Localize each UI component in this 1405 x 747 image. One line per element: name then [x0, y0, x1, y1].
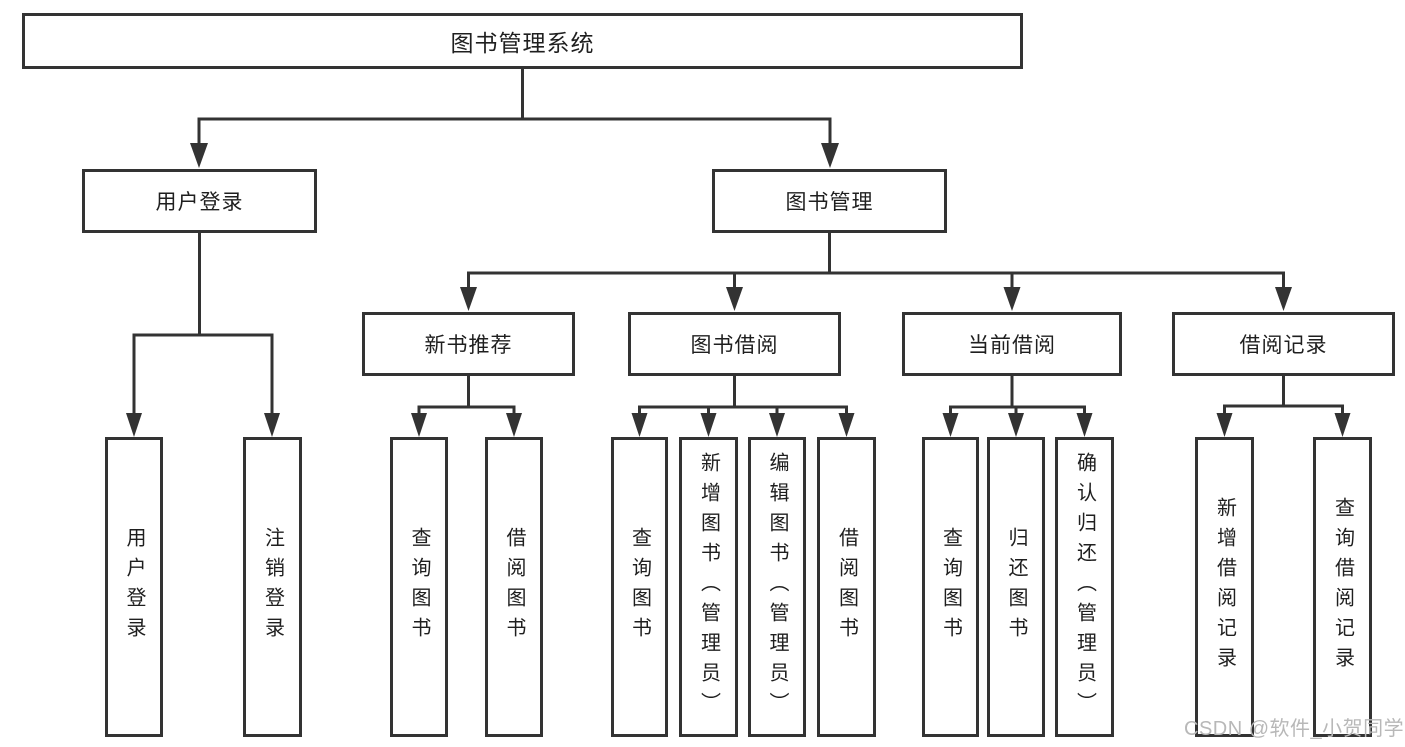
- node-label: 图书借阅: [690, 334, 779, 357]
- leaf-logout: 注销登录: [243, 437, 302, 737]
- leaf-label: 查询图书: [939, 527, 962, 647]
- connector-book-borrow-children: [631, 374, 855, 437]
- node-label: 图书管理: [785, 191, 874, 214]
- leaf-label: 编辑图书（管理员）: [766, 452, 788, 722]
- leaf-query-borrow-record: 查询借阅记录: [1313, 437, 1372, 737]
- leaf-label: 注销登录: [261, 527, 284, 647]
- node-book-management: 图书管理: [712, 169, 947, 233]
- node-label: 新书推荐: [424, 334, 513, 357]
- connector-root-to-level2: [190, 67, 839, 168]
- leaf-label: 用户登录: [123, 527, 145, 647]
- node-book-borrow: 图书借阅: [628, 312, 841, 376]
- leaf-label: 查询图书: [408, 527, 430, 647]
- connector-borrow-records-children: [1216, 374, 1351, 437]
- leaf-add-books-admin: 新增图书（管理员）: [679, 437, 738, 737]
- leaf-edit-books-admin: 编辑图书（管理员）: [748, 437, 806, 737]
- leaf-borrow-query-books: 查询图书: [611, 437, 668, 737]
- node-label: 用户登录: [155, 191, 244, 214]
- leaf-newbook-query-books: 查询图书: [390, 437, 448, 737]
- connector-new-book-children: [411, 374, 522, 437]
- leaf-label: 新增借阅记录: [1213, 497, 1236, 677]
- node-label: 图书管理系统: [450, 30, 595, 56]
- connector-book-management-children: [460, 231, 1292, 311]
- leaf-return-books: 归还图书: [987, 437, 1045, 737]
- node-user-login: 用户登录: [82, 169, 317, 233]
- leaf-label: 借阅图书: [835, 527, 858, 647]
- leaf-label: 查询借阅记录: [1331, 497, 1354, 677]
- leaf-confirm-return-admin: 确认归还（管理员）: [1055, 437, 1114, 737]
- leaf-current-query-books: 查询图书: [922, 437, 979, 737]
- node-borrow-records: 借阅记录: [1172, 312, 1395, 376]
- leaf-borrow-books: 借阅图书: [817, 437, 876, 737]
- leaf-label: 新增图书（管理员）: [697, 452, 720, 722]
- leaf-add-borrow-record: 新增借阅记录: [1195, 437, 1254, 737]
- node-label: 当前借阅: [968, 334, 1056, 357]
- node-label: 借阅记录: [1239, 334, 1328, 357]
- leaf-newbook-borrow-books: 借阅图书: [485, 437, 543, 737]
- node-new-book-recommend: 新书推荐: [362, 312, 575, 376]
- csdn-watermark: CSDN @软件_小贺同学: [1184, 718, 1405, 740]
- connector-user-login-children: [126, 231, 280, 437]
- leaf-label: 查询图书: [628, 527, 651, 647]
- node-library-management-system: 图书管理系统: [22, 13, 1023, 69]
- leaf-label: 确认归还（管理员）: [1073, 452, 1096, 722]
- leaf-label: 借阅图书: [503, 527, 525, 647]
- leaf-user-login: 用户登录: [105, 437, 163, 737]
- node-current-borrow: 当前借阅: [902, 312, 1122, 376]
- leaf-label: 归还图书: [1005, 527, 1027, 647]
- connector-current-borrow-children: [942, 374, 1093, 437]
